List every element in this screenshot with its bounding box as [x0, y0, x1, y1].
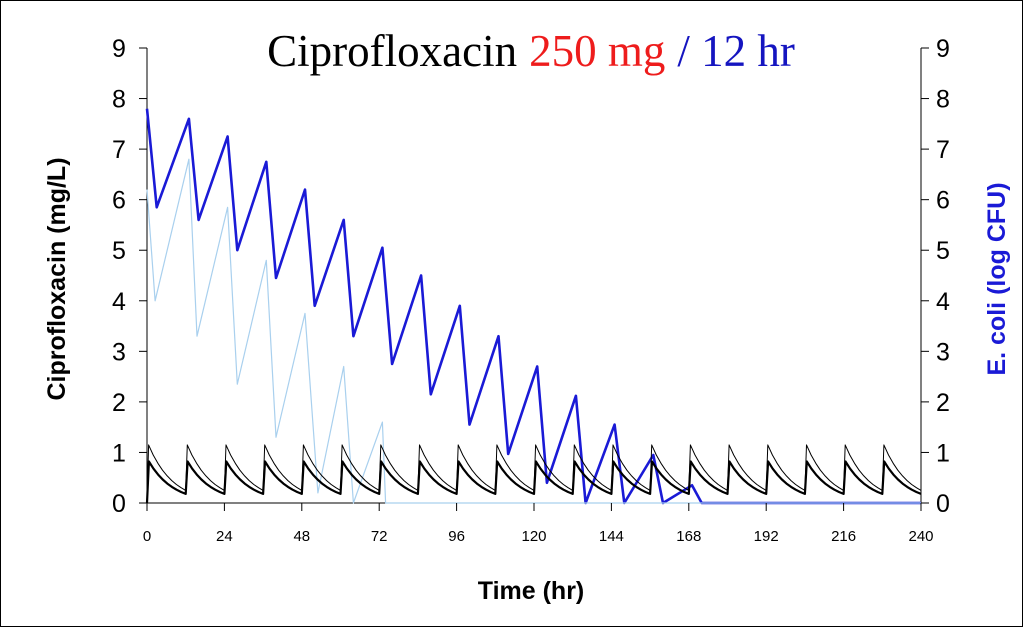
x-tick-label: 168 [676, 528, 701, 545]
title-part-1: 250 mg [529, 26, 665, 76]
y-left-tick-label: 4 [112, 288, 126, 316]
x-tick-label: 0 [143, 528, 151, 545]
x-axis-title: Time (hr) [478, 577, 585, 605]
y-left-tick-label: 8 [112, 86, 126, 114]
y-right-tick-label: 5 [936, 237, 950, 265]
x-tick-label: 48 [293, 528, 310, 545]
y-left-tick-label: 0 [112, 490, 126, 518]
x-tick-label: 120 [521, 528, 546, 545]
x-tick-label: 192 [754, 528, 779, 545]
y-left-tick-label: 3 [112, 338, 126, 366]
x-tick-label: 216 [831, 528, 856, 545]
series-cipro-line-b [146, 444, 922, 504]
y-axis-right-title: E. coli (log CFU) [983, 182, 1011, 375]
y-right-tick-label: 7 [936, 136, 950, 164]
y-right-tick-label: 2 [936, 389, 950, 417]
y-right-tick-label: 0 [936, 490, 950, 518]
series-ecoli-light-line [146, 158, 921, 504]
y-right-tick-label: 4 [936, 288, 950, 316]
y-right-tick-label: 9 [936, 35, 950, 63]
y-left-tick-label: 2 [112, 389, 126, 417]
series-group [145, 108, 922, 505]
y-left-tick-label: 1 [112, 439, 126, 467]
x-tick-label: 24 [216, 528, 233, 545]
x-tick-label: 72 [371, 528, 388, 545]
x-tick-label: 240 [908, 528, 933, 545]
series-ecoli-main-line [145, 108, 921, 505]
title-part-2: / 12 hr [677, 26, 795, 76]
y-left-tick-label: 6 [112, 187, 126, 215]
y-left-tick-label: 9 [112, 35, 126, 63]
y-left-tick-label: 5 [112, 237, 126, 265]
y-right-tick-label: 6 [936, 187, 950, 215]
y-right-tick-label: 8 [936, 86, 950, 114]
x-tick-label: 144 [599, 528, 624, 545]
y-axis-left-title: Ciprofloxacin (mg/L) [43, 157, 71, 400]
y-left-tick-label: 7 [112, 136, 126, 164]
x-tick-label: 96 [448, 528, 465, 545]
series-cipro-line-a [145, 460, 922, 504]
title-part-0: Ciprofloxacin [267, 26, 517, 76]
y-right-tick-label: 3 [936, 338, 950, 366]
y-right-tick-label: 1 [936, 439, 950, 467]
